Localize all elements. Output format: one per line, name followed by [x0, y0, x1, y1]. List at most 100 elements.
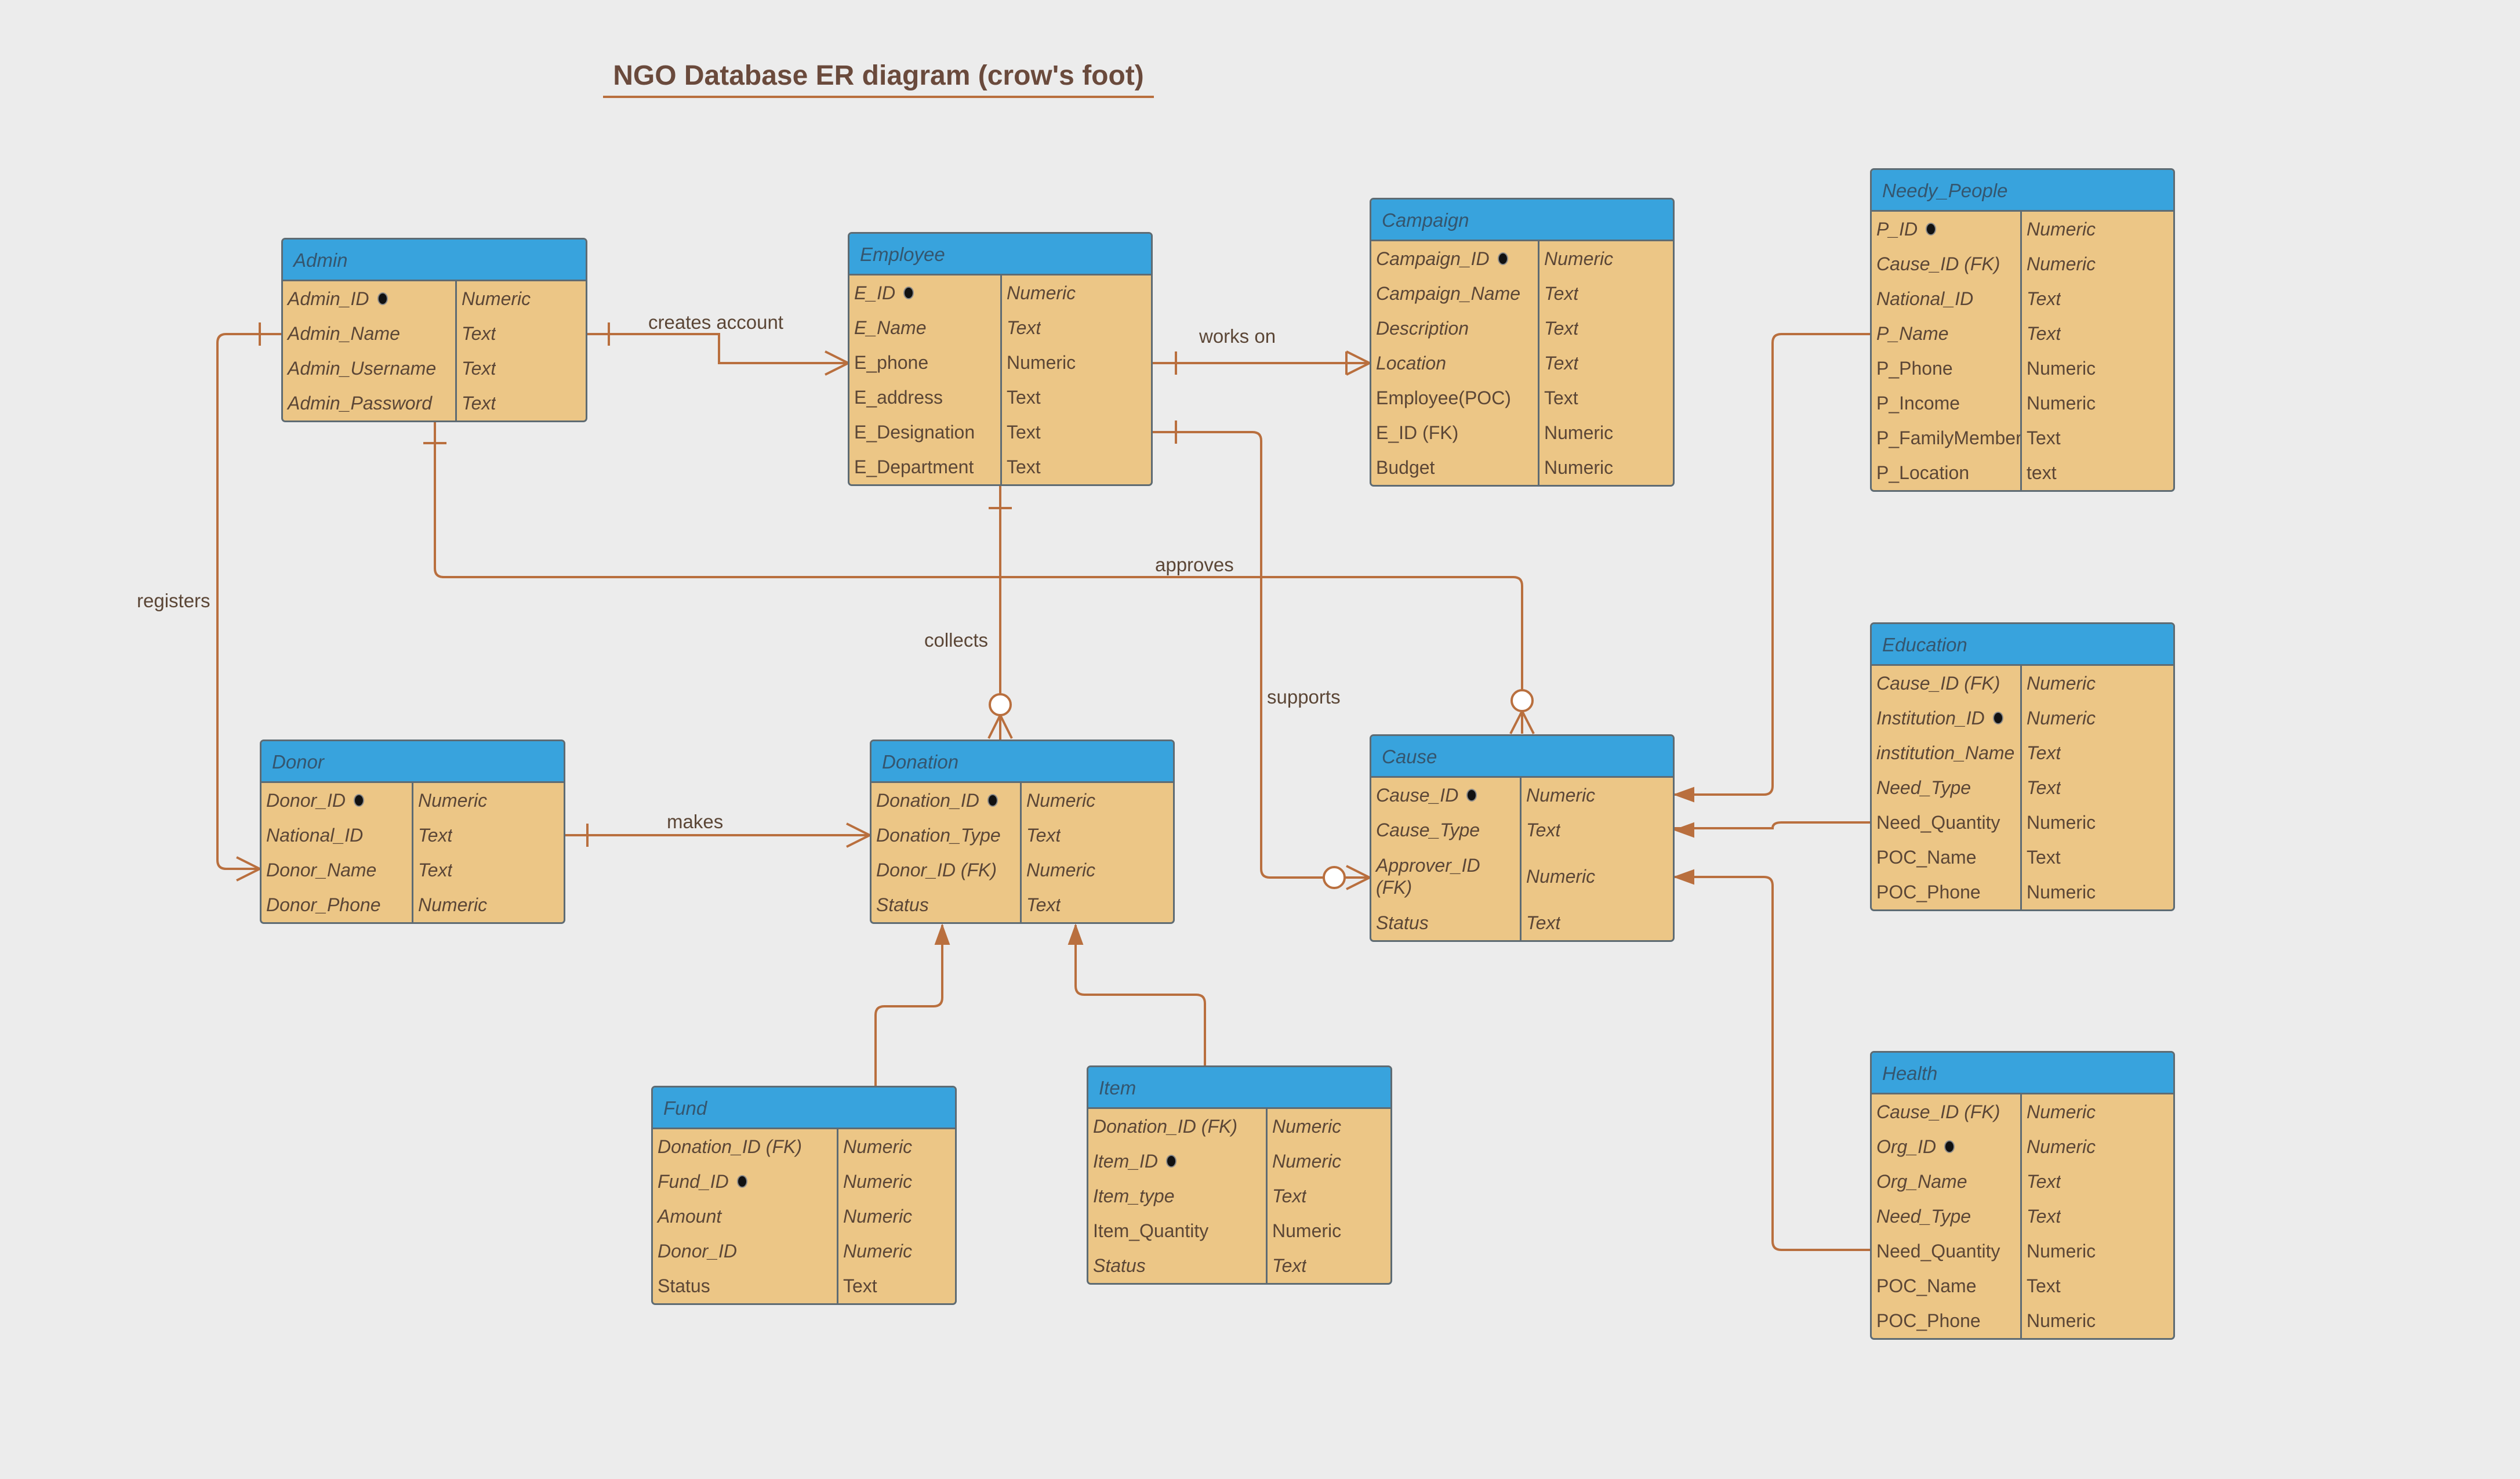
attribute-name: Status [658, 1275, 710, 1296]
many-mark-donation-left [846, 822, 870, 848]
attribute-name-cell: Item_type [1088, 1179, 1268, 1213]
connector-approves[interactable] [434, 421, 1523, 701]
attribute-type: Text [1544, 352, 1579, 374]
attribute-type: Numeric [2027, 811, 2096, 833]
attribute-name: E_address [854, 386, 943, 408]
connector-fund-donation[interactable] [874, 925, 943, 1086]
attribute-type: Text [2027, 1275, 2061, 1296]
attribute-type: Numeric [843, 1240, 913, 1262]
attribute-type: Text [1526, 912, 1561, 933]
attribute-type: Numeric [843, 1170, 913, 1192]
attribute-type: Text [1544, 387, 1578, 408]
arrow-fund-donation [934, 923, 950, 945]
attribute-type: Numeric [1544, 248, 1614, 269]
attribute-row: Cause_ID (FK)Numeric [1872, 666, 2173, 701]
attribute-name: POC_Phone [1876, 881, 1981, 902]
attribute-name-cell: E_Department [849, 449, 1002, 484]
entity-header: Donation [872, 741, 1173, 783]
attribute-type: Numeric [2027, 707, 2096, 728]
connector-education-cause[interactable] [1675, 821, 1870, 829]
attribute-name: National_ID [266, 824, 364, 846]
primary-key-icon [1945, 1141, 1954, 1152]
label-makes: makes [667, 811, 724, 832]
attribute-name-cell: Need_Quantity [1872, 1234, 2022, 1268]
attribute-name: institution_Name [1876, 742, 2015, 763]
attribute-row: POC_Name Text [1872, 1268, 2173, 1303]
entity-header: Health [1872, 1053, 2173, 1094]
attribute-name-cell: National_ID [1872, 281, 2022, 316]
connector-health-cause[interactable] [1675, 876, 1870, 1251]
attribute-name-cell: Donor_ID [262, 783, 413, 818]
attribute-name: P_ID [1876, 218, 1918, 240]
attribute-type: Text [1007, 456, 1041, 477]
attribute-type: Text [1544, 317, 1579, 339]
attribute-name-cell: E_Designation [849, 415, 1002, 449]
connector-creates-account[interactable] [587, 333, 848, 364]
attribute-row: Admin_Username Text [283, 351, 586, 386]
attribute-type: Text [2027, 1205, 2061, 1227]
attribute-type: Text [2027, 288, 2061, 309]
attribute-name: Donation_ID [876, 789, 979, 811]
attribute-name: Cause_Type [1376, 819, 1480, 840]
attribute-name-cell: P_Phone [1872, 351, 2022, 386]
attribute-name-cell: P_Name [1872, 316, 2022, 351]
attribute-type: Text [418, 824, 453, 846]
attribute-type: Numeric [2027, 1136, 2096, 1157]
many-mark-cause-top [1509, 710, 1535, 734]
entity-header: Item [1088, 1067, 1390, 1109]
attribute-type: Numeric [1544, 456, 1614, 478]
attribute-name: Admin_Username [288, 357, 437, 379]
attribute-name: POC_Name [1876, 1275, 1977, 1296]
attribute-type: Numeric [2027, 392, 2096, 414]
entity-header: Needy_People [1872, 170, 2173, 212]
primary-key-icon [738, 1176, 746, 1187]
connector-needy-cause[interactable] [1675, 333, 1870, 796]
attribute-name-cell: Donor_ID (FK) [872, 853, 1022, 887]
diagram-title: NGO Database ER diagram (crow's foot) [613, 60, 1144, 91]
connector-registers[interactable] [216, 333, 281, 870]
attribute-row: Donation_ID (FK)Numeric [653, 1129, 955, 1164]
attribute-name: Employee(POC) [1376, 387, 1511, 408]
zero-mark-cause-left [1323, 866, 1346, 889]
attribute-type: Numeric [462, 288, 531, 309]
attribute-type: Numeric [418, 789, 488, 811]
attribute-name: Donor_Name [266, 859, 377, 880]
connector-supports[interactable] [1153, 431, 1370, 879]
attribute-name: Cause_ID [1376, 784, 1459, 806]
attribute-type: Numeric [418, 894, 488, 915]
attribute-name-cell: P_FamilyMember [1872, 420, 2022, 455]
many-mark-employee [825, 350, 849, 376]
attribute-name: Status [876, 894, 929, 915]
arrow-health-cause [1673, 869, 1694, 885]
attribute-type: Text [462, 357, 496, 379]
attribute-row: Donor_ID (FK)Numeric [872, 853, 1173, 887]
connector-item-donation[interactable] [1074, 925, 1206, 1065]
attribute-name-cell: Donor_Name [262, 853, 413, 887]
